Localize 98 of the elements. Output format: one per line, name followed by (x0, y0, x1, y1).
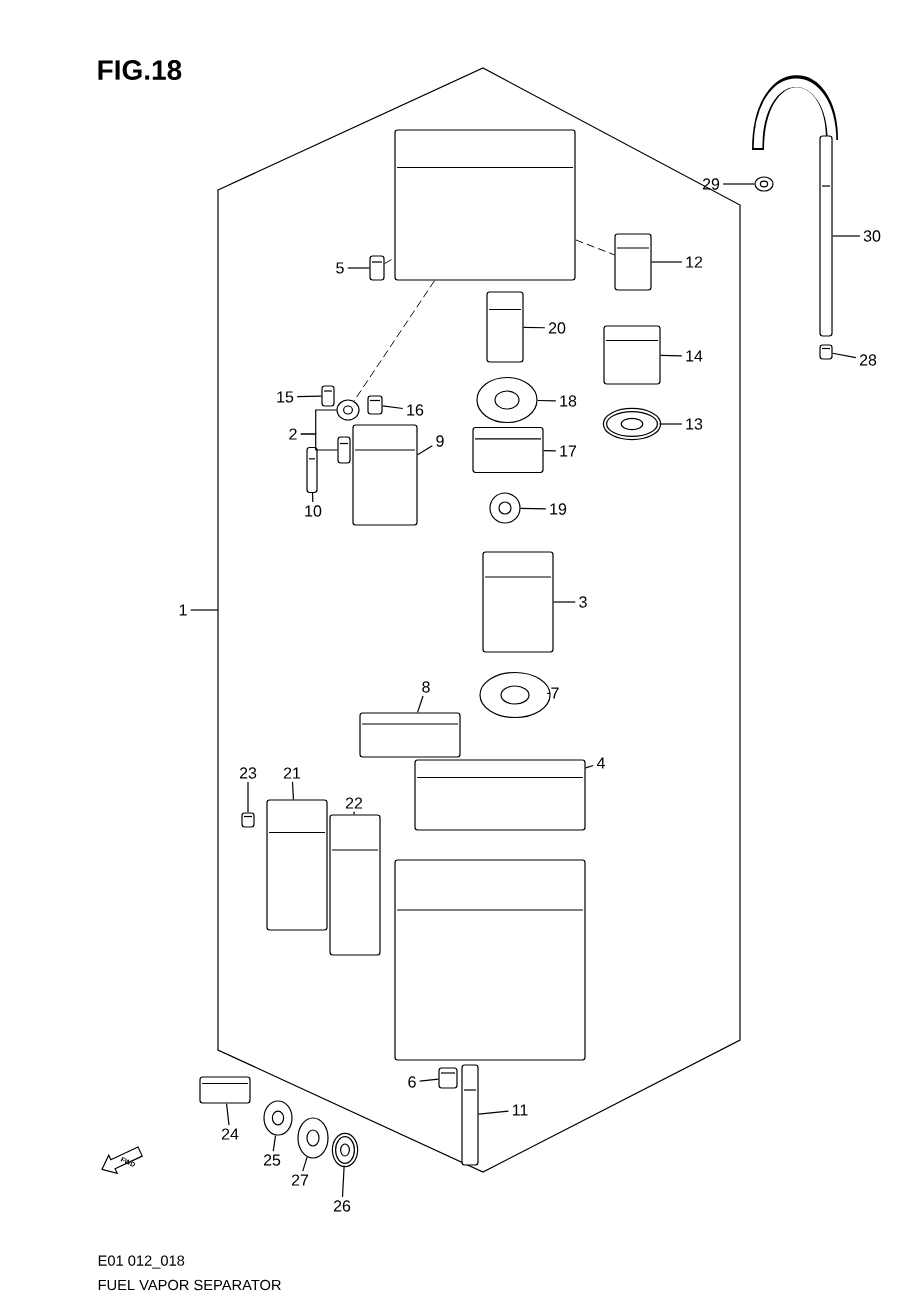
leader-line (382, 405, 404, 410)
part-drawing (337, 436, 351, 464)
part-drawing (461, 1064, 479, 1166)
callout-number: 13 (686, 418, 703, 430)
callout-number: 16 (407, 404, 424, 416)
callout-number: 7 (551, 687, 559, 699)
assembly-line (384, 257, 395, 265)
leader-line (296, 395, 322, 398)
part-drawing (263, 1100, 293, 1136)
leader-line (659, 423, 683, 425)
leader-line (353, 811, 355, 815)
leader-line (832, 352, 857, 359)
leader-line (660, 354, 683, 357)
leader-line (651, 261, 683, 263)
part-drawing (414, 759, 586, 831)
callout-number: 11 (512, 1104, 528, 1116)
part-drawing (297, 1117, 329, 1159)
part-drawing (472, 426, 544, 474)
leader-line (832, 235, 861, 237)
leader-line (341, 1165, 345, 1198)
callout-number: 12 (686, 256, 703, 268)
leader-line (291, 781, 295, 800)
part-drawing (476, 376, 538, 424)
part-drawing (479, 671, 551, 719)
callout-number: 10 (305, 505, 322, 517)
callout-number: 6 (408, 1076, 416, 1088)
leader-line (247, 781, 249, 813)
part-drawing (602, 407, 662, 441)
leader-line (417, 445, 433, 456)
leader-line (520, 507, 547, 510)
callout-number: 9 (436, 435, 444, 447)
callout-number: 14 (686, 350, 703, 362)
part-drawing (482, 551, 554, 653)
callout-number: 17 (560, 445, 577, 457)
callout-number: 24 (221, 1128, 239, 1140)
part-drawing (614, 233, 652, 291)
part-drawing (394, 859, 586, 1061)
callout-number: 8 (422, 681, 430, 693)
callout-number: 3 (579, 596, 587, 608)
callout-number: 30 (863, 230, 881, 242)
leader-line (190, 609, 219, 611)
callout-number: 20 (548, 322, 566, 334)
leader-line (416, 695, 424, 713)
part-drawing (306, 446, 318, 494)
part-drawing (394, 129, 576, 281)
leader-line (302, 1156, 308, 1172)
callout-number: 22 (345, 797, 363, 809)
part-drawing (603, 325, 661, 385)
part-drawing (359, 712, 461, 758)
callout-number: 29 (702, 178, 720, 190)
leader-line (419, 1078, 439, 1082)
assembly-line (353, 280, 436, 402)
callout-number: 19 (550, 503, 567, 515)
callout-number: 27 (291, 1174, 309, 1186)
part-drawing (241, 812, 255, 828)
callout-number: 21 (283, 767, 301, 779)
callout-number: 1 (179, 604, 187, 616)
part-drawing (336, 399, 360, 421)
part-drawing (321, 385, 335, 407)
leader-line (523, 326, 546, 329)
part-drawing (819, 135, 833, 337)
leader-line (537, 399, 557, 402)
part-drawing (331, 1132, 359, 1168)
leader-line (225, 1103, 230, 1126)
leader-line (553, 601, 576, 603)
leader-line (300, 433, 338, 451)
leader-line (347, 267, 370, 269)
leader-line (585, 764, 594, 769)
callout-number: 23 (239, 767, 257, 779)
figure-title: FIG.18 (98, 60, 182, 80)
callout-number: 15 (277, 391, 294, 403)
callout-number: 4 (596, 757, 605, 769)
part-drawing (266, 799, 328, 931)
callout-number: 18 (560, 395, 577, 407)
callout-number: 2 (289, 428, 297, 440)
callout-number: 28 (859, 354, 877, 366)
part-drawing (819, 344, 833, 360)
part-drawing (352, 424, 418, 526)
callout-number: 25 (263, 1154, 281, 1166)
leader-line (478, 1110, 510, 1115)
leader-line (543, 450, 557, 452)
part-drawing (199, 1076, 251, 1104)
leader-line (722, 183, 755, 185)
leader-line (546, 692, 552, 694)
callout-number: 26 (333, 1200, 351, 1212)
figure-code: E01 012_018 (98, 1255, 185, 1269)
leader-line (272, 1134, 277, 1152)
part-drawing (367, 395, 383, 415)
part-drawing (329, 814, 381, 956)
part-drawing (369, 255, 385, 281)
figure-caption: FUEL VAPOR SEPARATOR (98, 1279, 281, 1291)
part-drawing (486, 291, 524, 363)
part-drawing (489, 492, 521, 524)
callout-number: 5 (336, 262, 344, 274)
assembly-line (575, 239, 615, 256)
leader-line (311, 492, 314, 503)
part-drawing (438, 1067, 458, 1089)
part-drawing (754, 176, 774, 192)
